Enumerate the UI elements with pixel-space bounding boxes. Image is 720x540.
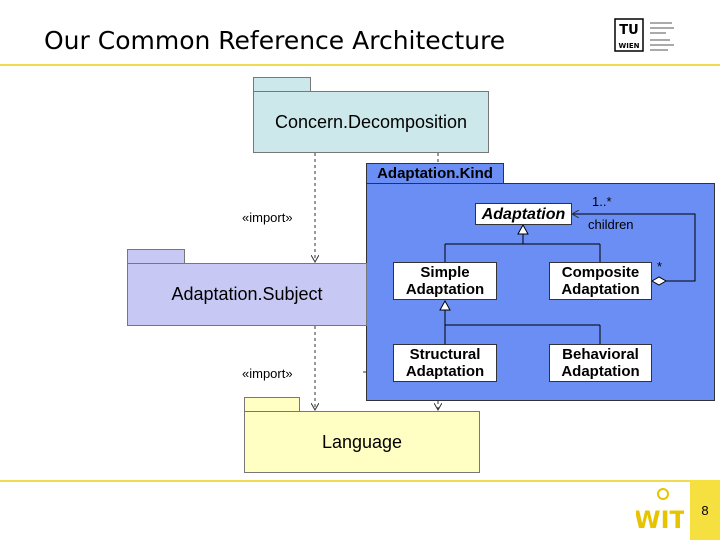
import-label-top: «import»	[242, 210, 293, 225]
tu-logo-mark: TU	[619, 23, 638, 38]
generalization-arrowhead-bottom	[439, 299, 451, 311]
language-package-label: Language	[321, 431, 403, 452]
footer-divider	[0, 480, 720, 482]
structural-adaptation-class: Structural Adaptation	[393, 344, 497, 382]
composite-class-line-2: Adaptation	[561, 281, 640, 298]
multiplicity-parent-label: *	[657, 259, 663, 274]
wit-logo-mark: WIT	[636, 506, 684, 532]
tu-logo-sub: WIEN	[619, 42, 640, 50]
composite-adaptation-class: Composite Adaptation	[549, 262, 652, 300]
slide-title: Our Common Reference Architecture	[44, 26, 506, 55]
language-package: Language	[244, 411, 480, 473]
concern-package-label: Concern.Decomposition	[274, 111, 468, 132]
adaptation-subject-package: Adaptation.Subject	[127, 263, 367, 326]
import-label-bottom: «import»	[242, 366, 293, 381]
adaptation-class: Adaptation	[475, 203, 572, 225]
subject-package-label: Adaptation.Subject	[171, 284, 323, 304]
children-association	[572, 214, 696, 282]
wit-logo-icon: WIT	[636, 488, 684, 532]
generalization-arrowhead-top	[517, 223, 529, 235]
behavioral-class-line-1: Behavioral	[562, 346, 639, 363]
structural-class-line-2: Adaptation	[405, 363, 485, 380]
role-children-label: children	[588, 217, 634, 232]
tu-wien-logo-icon: TU WIEN	[614, 18, 674, 52]
adaptation-kind-label: Adaptation.Kind	[377, 165, 493, 182]
simple-class-line-2: Adaptation	[405, 281, 485, 298]
simple-adaptation-class: Simple Adaptation	[393, 262, 497, 300]
concern-decomposition-package: Concern.Decomposition	[253, 91, 489, 153]
adaptation-class-label: Adaptation	[481, 205, 566, 223]
structural-class-line-1: Structural	[409, 346, 481, 363]
behavioral-class-line-2: Adaptation	[561, 363, 640, 380]
behavioral-adaptation-class: Behavioral Adaptation	[549, 344, 652, 382]
page-number-box: 8	[690, 480, 720, 540]
multiplicity-children-label: 1..*	[592, 194, 612, 209]
page-number: 8	[701, 502, 709, 518]
simple-class-line-1: Simple	[420, 264, 470, 281]
composite-class-line-1: Composite	[561, 264, 640, 281]
aggregation-diamond	[650, 276, 668, 286]
title-divider	[0, 64, 720, 66]
